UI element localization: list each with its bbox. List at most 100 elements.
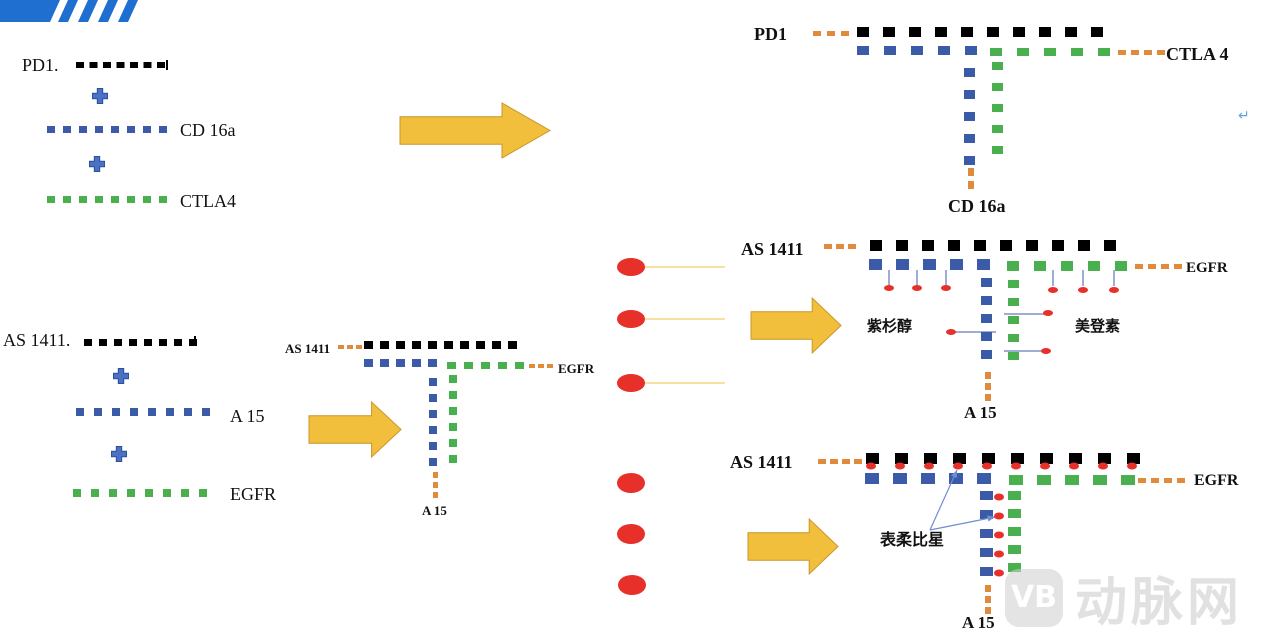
- drug-molecule-icon: [617, 310, 645, 328]
- result1-green-strand: [990, 48, 1002, 56]
- result1-black-strand: [909, 27, 921, 37]
- mid-black-strand: [460, 341, 469, 349]
- drug-molecule-icon: [618, 575, 646, 595]
- drug-molecule-icon: [1109, 287, 1119, 293]
- strand-ctla4: [159, 196, 167, 203]
- mid-green-strand: [515, 362, 524, 369]
- strand-a15: [202, 408, 210, 416]
- bottom-black-strand: [1098, 453, 1111, 464]
- bottom-linker-a15: [985, 596, 991, 603]
- result1-blue-strand: [884, 46, 896, 55]
- result1-green-stem: [992, 146, 1003, 154]
- mid-blue-strand: [428, 359, 437, 367]
- result1-blue-strand: [938, 46, 950, 55]
- linker-ctla4: [1118, 50, 1126, 55]
- header-stripe: [98, 0, 118, 22]
- top-egfr: EGFR: [1186, 260, 1228, 276]
- drug-molecule-icon: [617, 374, 645, 392]
- strand-as1411: [144, 339, 152, 346]
- drug-molecule-icon: [1043, 310, 1053, 316]
- top-black-strand: [1104, 240, 1116, 251]
- label-a15: A 15: [230, 406, 265, 426]
- drug-molecule-icon: [994, 569, 1004, 577]
- mid-black-strand: [428, 341, 437, 349]
- result1-black-strand: [961, 27, 973, 37]
- result1-black-strand: [1039, 27, 1051, 37]
- result1-pd1: PD1: [754, 24, 787, 44]
- strand-egfr: [163, 489, 171, 497]
- drug-epirubicin: 表柔比星: [880, 530, 945, 549]
- result1-cd16a: CD 16a: [948, 196, 1006, 216]
- linker-pd1: [827, 31, 835, 36]
- drug-molecule-icon: [617, 473, 645, 493]
- strand-ctla4: [47, 196, 55, 203]
- result1-black-strand: [883, 27, 895, 37]
- linker-ctla4: [1144, 50, 1152, 55]
- top-linker-as1411: [836, 244, 844, 249]
- mid-green-stem: [449, 391, 457, 399]
- strand-egfr: [91, 489, 99, 497]
- strand-as1411: [189, 339, 197, 346]
- strand-ctla4: [63, 196, 71, 203]
- top-blue-strand: [869, 259, 882, 270]
- mid-blue-strand: [396, 359, 405, 367]
- linker-ctla4: [1157, 50, 1165, 55]
- mid-black-strand: [492, 341, 501, 349]
- top-blue-stem: [981, 314, 992, 323]
- plus-icon: [111, 446, 127, 462]
- top-green-stem: [1008, 334, 1019, 342]
- bottom-blue-strand: [893, 473, 907, 484]
- bottom-blue-stem: [980, 510, 993, 519]
- bottom-blue-strand: [977, 473, 991, 484]
- mid-blue-strand: [364, 359, 373, 367]
- bottom-green-strand: [1037, 475, 1051, 485]
- top-linker-a15: [985, 383, 991, 390]
- top-blue-stem: [981, 350, 992, 359]
- strand-a15: [184, 408, 192, 416]
- result1-green-strand: [1098, 48, 1110, 56]
- mid-blue-strand: [412, 359, 421, 367]
- top-green-stem: [1008, 316, 1019, 324]
- top-linker-egfr: [1174, 264, 1182, 269]
- mid-linker-egfr: [529, 364, 535, 368]
- mid-linker-egfr: [538, 364, 544, 368]
- plus-icon: [113, 368, 129, 384]
- top-linker-a15: [985, 372, 991, 379]
- bottom-black-strand: [1127, 453, 1140, 464]
- mid-linker-as1411: [338, 345, 344, 349]
- strand-a15: [130, 408, 138, 416]
- mid-black-strand: [380, 341, 389, 349]
- strand-pd1: [157, 62, 165, 68]
- strand-cd16a: [111, 126, 119, 133]
- result1-black-strand: [935, 27, 947, 37]
- top-black-strand: [896, 240, 908, 251]
- mid-black-strand: [508, 341, 517, 349]
- bottom-blue-stem: [980, 491, 993, 500]
- top-green-strand: [1061, 261, 1073, 271]
- mid-green-strand: [498, 362, 507, 369]
- strand-egfr: [181, 489, 189, 497]
- drug-molecule-icon: [994, 550, 1004, 558]
- yellow-arrow-icon: [747, 517, 839, 576]
- result1-black-strand: [857, 27, 869, 37]
- drug-maytansine: 美登素: [1075, 317, 1121, 335]
- result1-blue-strand: [965, 46, 977, 55]
- bottom-linker-egfr: [1151, 478, 1159, 483]
- drug-molecule-icon: [895, 462, 905, 470]
- result1-black-strand: [1091, 27, 1103, 37]
- label-pd1: PD1.: [22, 55, 59, 75]
- mid-green-strand: [481, 362, 490, 369]
- strand-cd16a: [143, 126, 151, 133]
- plus-icon: [89, 156, 105, 172]
- result1-green-stem: [992, 104, 1003, 112]
- top-black-strand: [1026, 240, 1038, 251]
- strand-egfr: [109, 489, 117, 497]
- bottom-linker-egfr: [1138, 478, 1146, 483]
- mid-linker-as1411: [347, 345, 353, 349]
- top-green-stem: [1008, 298, 1019, 306]
- bottom-a15: A 15: [962, 613, 995, 632]
- strand-egfr: [199, 489, 207, 497]
- mid-blue-stem: [429, 410, 437, 418]
- mid-blue-stem: [429, 394, 437, 402]
- result1-blue-strand: [911, 46, 923, 55]
